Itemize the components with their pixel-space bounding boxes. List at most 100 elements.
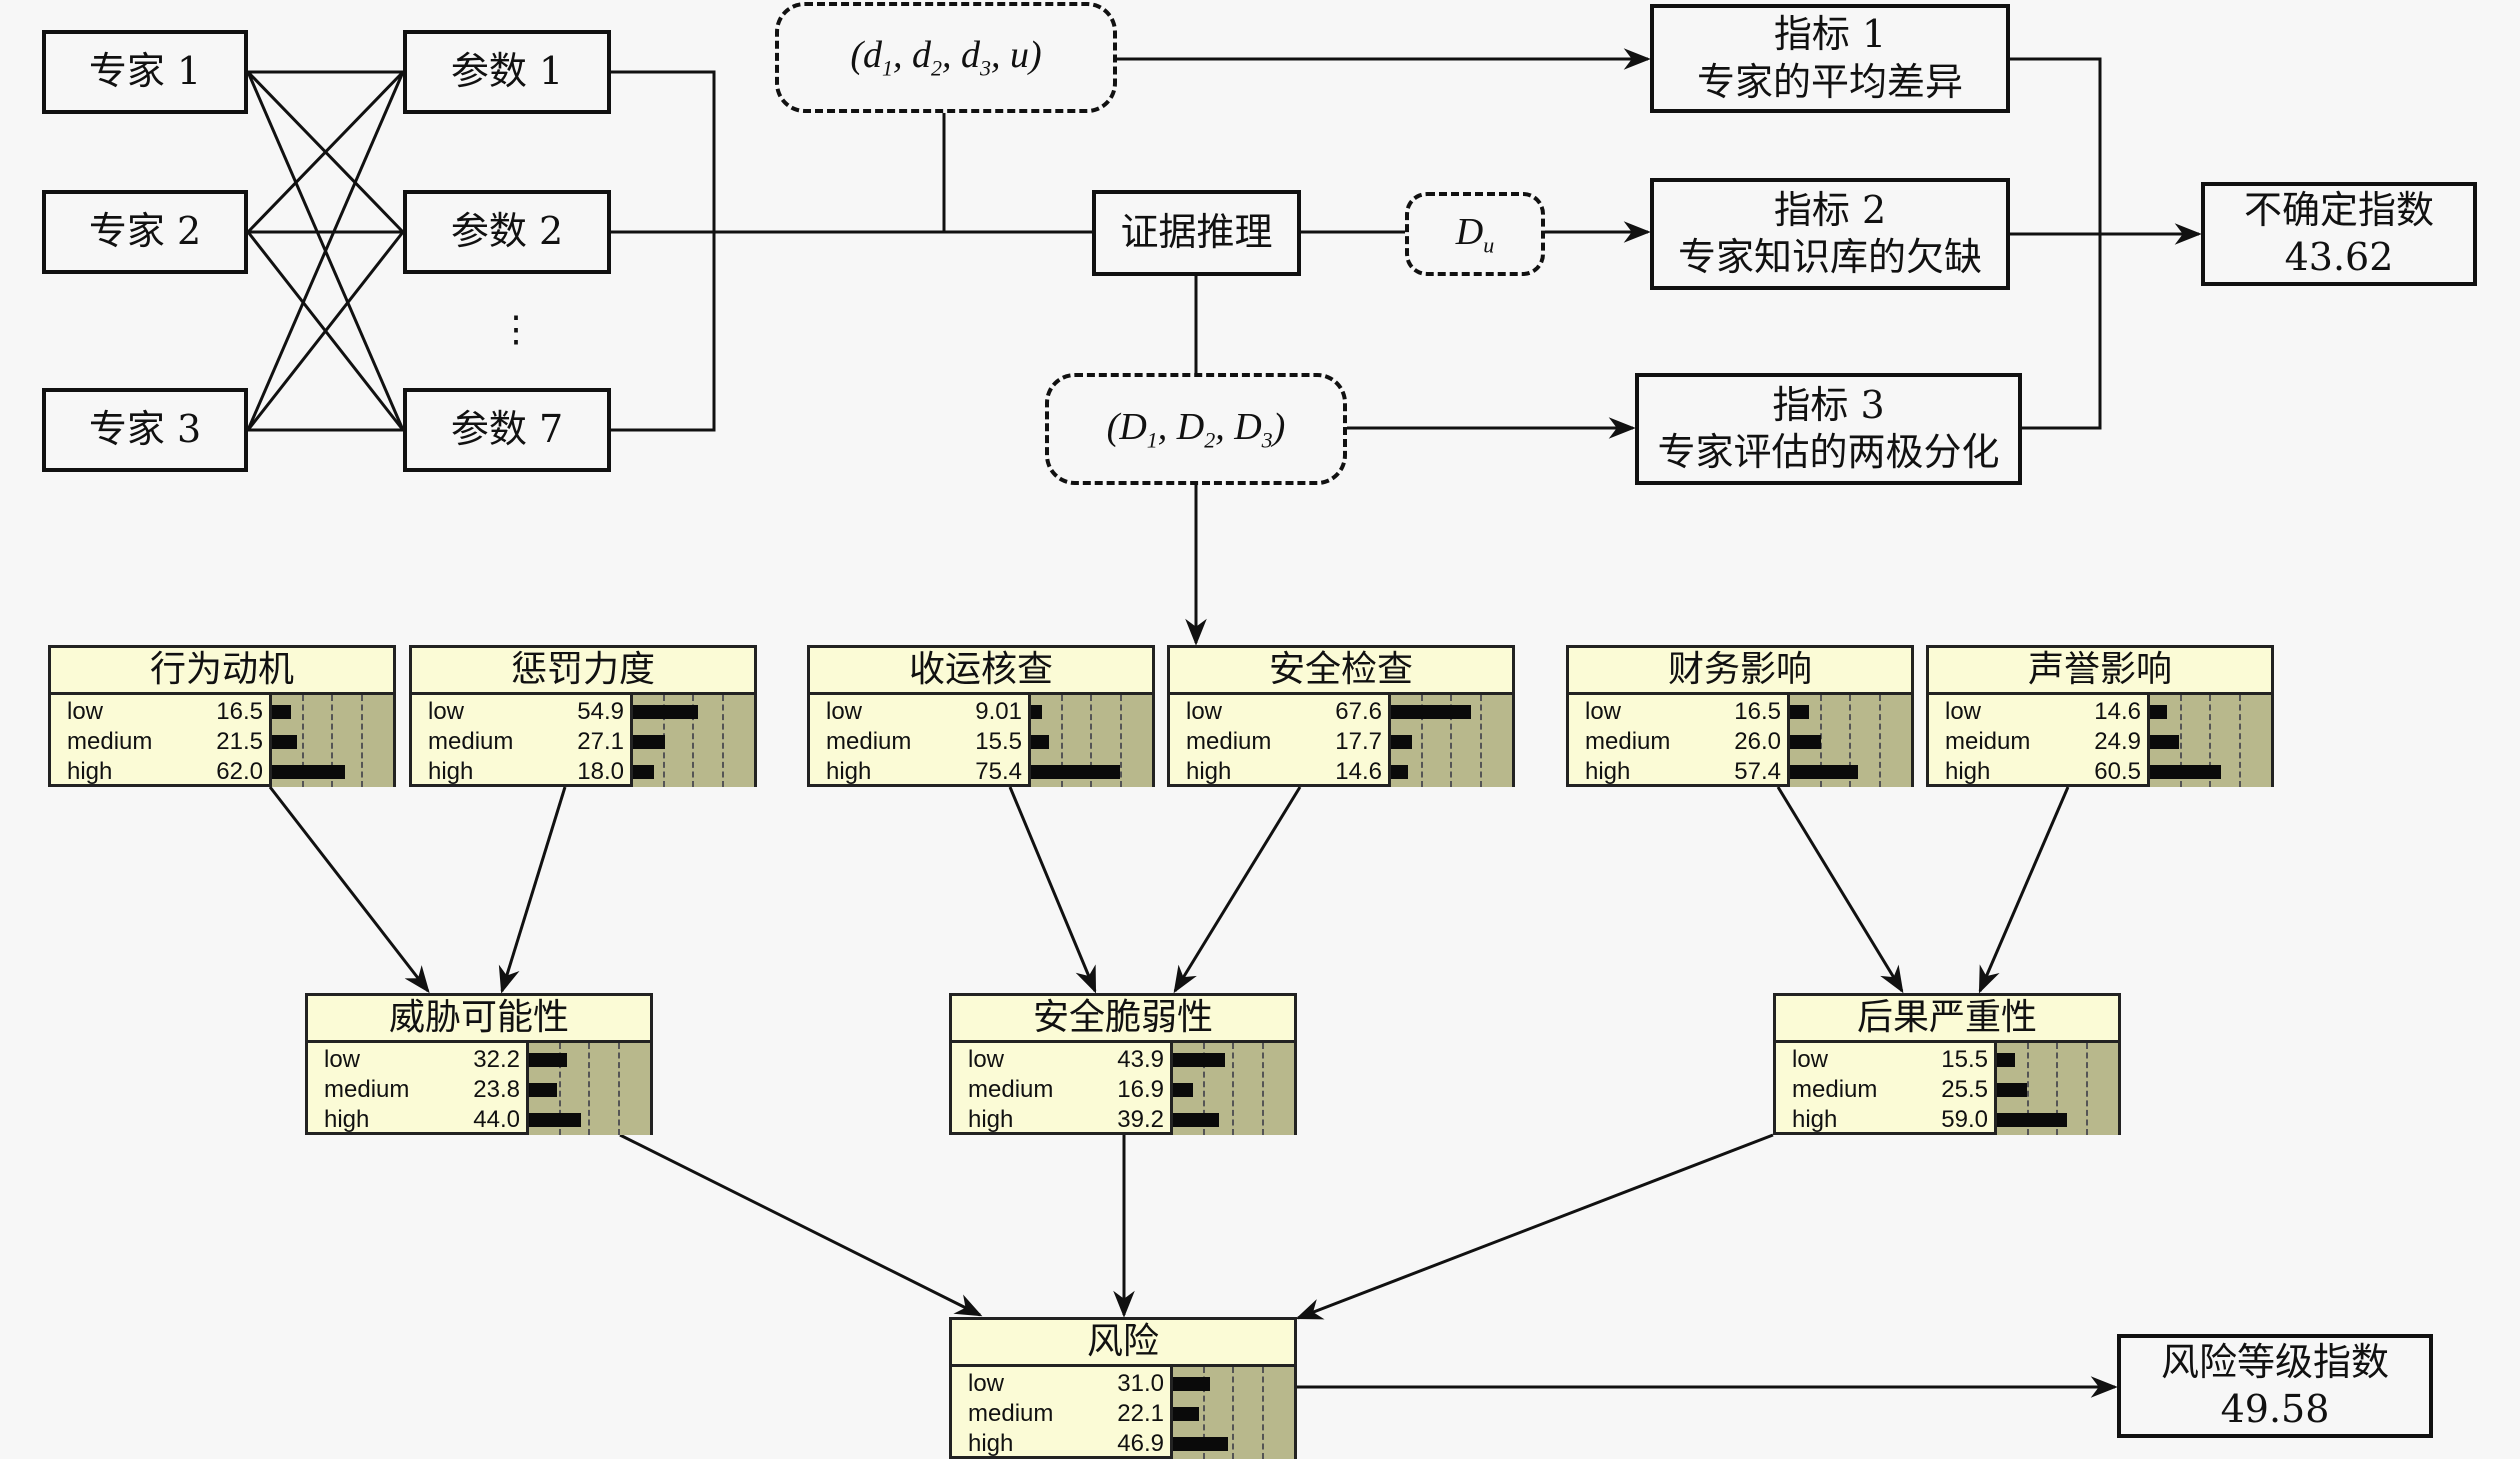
belief-bar-low (1031, 705, 1042, 719)
arc-pickup-vuln (1008, 786, 1097, 994)
evidence-reasoning-label: 证据推理 (1120, 210, 1273, 255)
bar-gridline (361, 695, 363, 787)
state-label: meidum (1945, 728, 2031, 755)
bar-gridline (1232, 1043, 1234, 1135)
bar-gridline (331, 695, 333, 787)
state-probability: 22.1 (1117, 1400, 1164, 1427)
state-label: low (968, 1046, 1005, 1073)
param-box-1: 参数 1 (403, 30, 611, 114)
d-tuple-text: (d1, d2, d3, u) (850, 34, 1042, 81)
state-probability: 16.9 (1117, 1076, 1164, 1103)
arc-conseq-risk (1295, 1133, 1774, 1320)
state-probability: 21.5 (216, 728, 263, 755)
state-label: medium (324, 1076, 410, 1103)
bar-gridline (1232, 1367, 1234, 1459)
belief-bar-meidum (2150, 735, 2179, 749)
state-probability: 31.0 (1117, 1370, 1164, 1397)
bar-gridline (1820, 695, 1822, 787)
state-probability: 15.5 (975, 728, 1022, 755)
arc-punish-threat (498, 786, 567, 994)
D-tuple-box: (D1, D2, D3) (1045, 373, 1347, 485)
belief-bar-high (1997, 1113, 2067, 1127)
expert-box-3: 专家 3 (42, 388, 248, 472)
param-box-7: 参数 7 (403, 388, 611, 472)
state-label: high (1186, 758, 1232, 785)
belief-bar-medium (1997, 1083, 2027, 1097)
state-row-medium: medium 21.5 (51, 727, 393, 757)
belief-bar-medium (529, 1083, 557, 1097)
belief-bar-area (1170, 1043, 1294, 1135)
belief-bar-low (2150, 705, 2167, 719)
belief-bar-medium (272, 735, 297, 749)
state-row-medium: medium 26.0 (1569, 727, 1911, 757)
state-label: low (968, 1370, 1005, 1397)
belief-bar-high (1391, 765, 1408, 779)
state-probability: 18.0 (577, 758, 624, 785)
state-label: low (826, 698, 863, 725)
belief-bar-medium (633, 735, 665, 749)
edge-e3-p2 (246, 231, 405, 431)
node-title: 后果严重性 (1776, 996, 2118, 1043)
arc-threat-risk (619, 1133, 983, 1317)
state-probability: 26.0 (1734, 728, 1781, 755)
bar-gridline (2180, 695, 2182, 787)
bar-gridline (722, 695, 724, 787)
state-probability: 17.7 (1335, 728, 1382, 755)
belief-bar-medium (1173, 1083, 1193, 1097)
evidence-reasoning-box: 证据推理 (1092, 190, 1301, 276)
indicator-title: 指标 1 (1773, 12, 1887, 56)
bar-gridline (1450, 695, 1452, 787)
belief-bar-low (1173, 1053, 1225, 1067)
bar-gridline (2209, 695, 2211, 787)
d-tuple-box: (d1, d2, d3, u) (775, 2, 1117, 113)
expert-box-1: 专家 1 (42, 30, 248, 114)
state-probability: 14.6 (2094, 698, 2141, 725)
belief-bar-high (2150, 765, 2221, 779)
state-label: low (1585, 698, 1622, 725)
uncertainty-value: 43.62 (2284, 235, 2394, 279)
state-probability: 62.0 (216, 758, 263, 785)
param-ellipsis: ⋮ (498, 309, 534, 350)
belief-bar-low (1173, 1377, 1210, 1391)
state-probability: 43.9 (1117, 1046, 1164, 1073)
node-title: 收运核查 (810, 648, 1152, 695)
state-label: medium (67, 728, 153, 755)
state-label: low (324, 1046, 361, 1073)
state-label: medium (826, 728, 912, 755)
node-title: 行为动机 (51, 648, 393, 695)
state-probability: 57.4 (1734, 758, 1781, 785)
state-probability: 27.1 (577, 728, 624, 755)
bar-gridline (1090, 695, 1092, 787)
indicator-title: 指标 2 (1773, 187, 1887, 232)
uncertainty-label: 不确定指数 (2243, 187, 2434, 232)
state-probability: 9.01 (975, 698, 1022, 725)
bar-gridline (1061, 695, 1063, 787)
belief-bar-area (1170, 1367, 1294, 1459)
state-label: medium (1585, 728, 1671, 755)
expert-label: 专家 2 (88, 209, 202, 254)
state-probability: 16.5 (1734, 698, 1781, 725)
bar-gridline (692, 695, 694, 787)
state-label: medium (1792, 1076, 1878, 1103)
bar-gridline (302, 695, 304, 787)
